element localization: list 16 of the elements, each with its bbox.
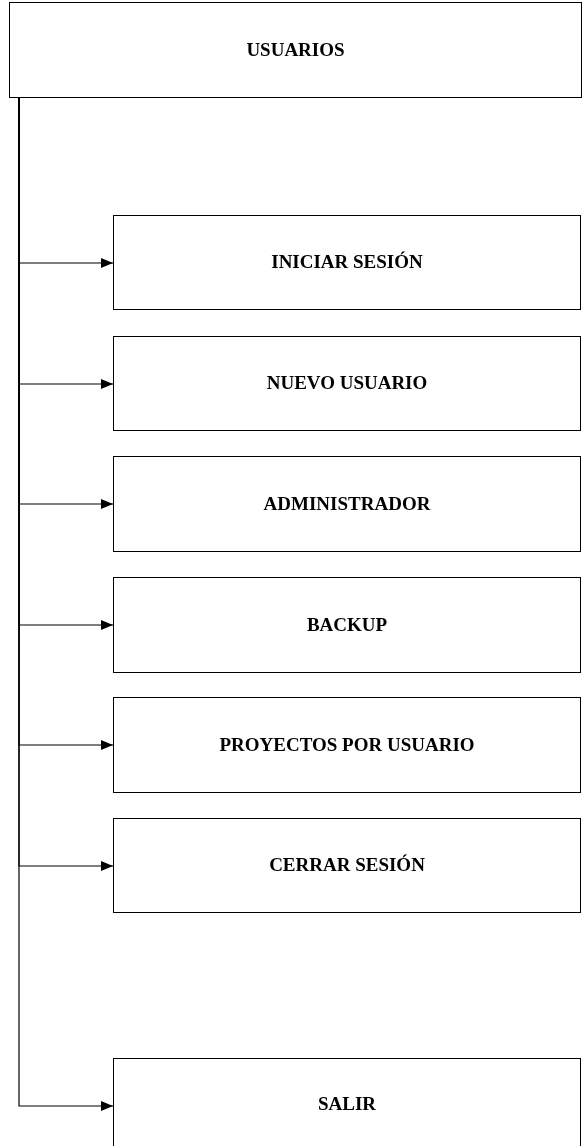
box-label: PROYECTOS POR USUARIO bbox=[219, 732, 475, 757]
box-label: CERRAR SESIÓN bbox=[269, 853, 425, 878]
menu-box bbox=[113, 1058, 581, 1146]
root-box bbox=[9, 2, 582, 98]
box-label: ADMINISTRADOR bbox=[263, 491, 431, 516]
box-label: USUARIOS bbox=[246, 37, 345, 62]
menu-box bbox=[113, 818, 581, 913]
box-label: BACKUP bbox=[306, 612, 388, 637]
box-label: INICIAR SESIÓN bbox=[271, 250, 423, 275]
menu-box bbox=[113, 456, 581, 552]
box-label: SALIR bbox=[317, 1091, 377, 1116]
menu-box bbox=[113, 577, 581, 673]
menu-box bbox=[113, 336, 581, 431]
menu-box bbox=[113, 697, 581, 793]
box-label: NUEVO USUARIO bbox=[266, 371, 428, 396]
menu-box bbox=[113, 215, 581, 310]
